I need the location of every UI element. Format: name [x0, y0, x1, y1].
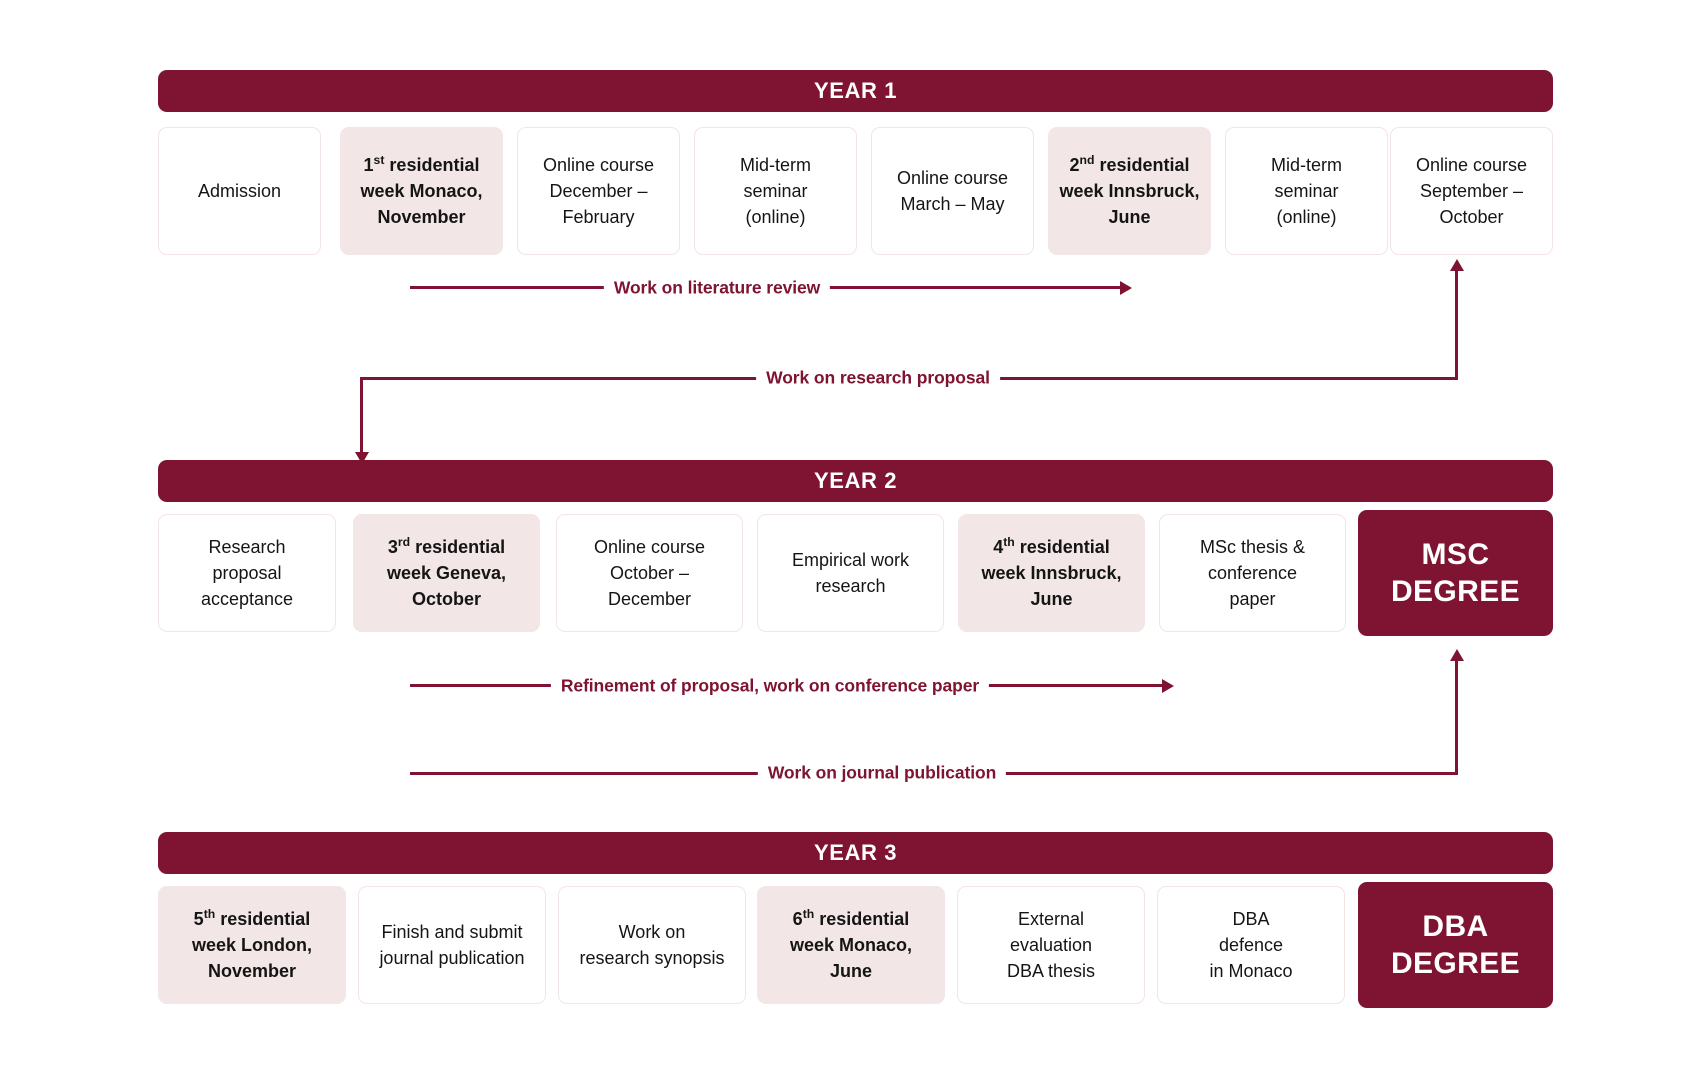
card-label: Online course September – October — [1415, 154, 1528, 228]
card-label: Research proposal acceptance — [200, 536, 294, 610]
connector-label: Refinement of proposal, work on conferen… — [550, 675, 990, 697]
arrow-up-icon — [1450, 259, 1464, 271]
card-year3-external-evaluation[interactable]: External evaluation DBA thesis — [957, 886, 1145, 1004]
year-banner-2: YEAR 2 — [158, 460, 1553, 502]
arrow-right-icon — [1120, 281, 1132, 295]
card-label: 1st residential week Monaco, November — [360, 152, 483, 228]
card-label: Finish and submit journal publication — [379, 921, 525, 968]
connector-line-vertical-right — [1455, 270, 1458, 380]
card-label: Mid-term seminar (online) — [740, 154, 811, 228]
year-banner-label: YEAR 2 — [813, 468, 898, 493]
card-dba-degree[interactable]: DBA DEGREE — [1358, 882, 1553, 1008]
card-label: 3rd residential week Geneva, October — [386, 534, 507, 610]
card-year3-research-synopsis[interactable]: Work on research synopsis — [558, 886, 746, 1004]
card-year3-residential-6[interactable]: 6th residential week Monaco, June — [757, 886, 945, 1004]
card-label: MSc thesis & conference paper — [1199, 536, 1306, 610]
card-label: 5th residential week London, November — [191, 906, 312, 982]
card-label: MSC DEGREE — [1390, 537, 1521, 609]
card-label: 6th residential week Monaco, June — [789, 906, 913, 982]
card-year3-residential-5[interactable]: 5th residential week London, November — [158, 886, 346, 1004]
card-year3-finish-journal-publication[interactable]: Finish and submit journal publication — [358, 886, 546, 1004]
connector-line-vertical-right — [1455, 660, 1458, 774]
card-label: Mid-term seminar (online) — [1271, 154, 1342, 228]
card-label: Work on research synopsis — [579, 921, 725, 968]
card-label: External evaluation DBA thesis — [1006, 908, 1096, 982]
card-year2-online-course-oct-dec[interactable]: Online course October – December — [556, 514, 743, 632]
card-year1-midterm-seminar-1[interactable]: Mid-term seminar (online) — [694, 127, 857, 255]
card-year1-online-course-sep-oct[interactable]: Online course September – October — [1390, 127, 1553, 255]
card-year2-residential-3[interactable]: 3rd residential week Geneva, October — [353, 514, 540, 632]
card-year1-residential-1[interactable]: 1st residential week Monaco, November — [340, 127, 503, 255]
connector-label: Work on literature review — [603, 277, 831, 299]
card-label: Online course December – February — [542, 154, 655, 228]
card-label: Empirical work research — [791, 549, 910, 596]
card-label: Admission — [197, 180, 282, 201]
card-label: Online course March – May — [896, 167, 1009, 214]
connector-label: Work on research proposal — [756, 367, 1000, 389]
card-year1-online-course-mar-may[interactable]: Online course March – May — [871, 127, 1034, 255]
card-year1-admission[interactable]: Admission — [158, 127, 321, 255]
year-banner-label: YEAR 3 — [813, 840, 898, 865]
connector-label: Work on journal publication — [757, 762, 1007, 784]
connector-line-vertical-left — [360, 377, 363, 455]
card-label: DBA defence in Monaco — [1209, 908, 1293, 982]
card-year1-online-course-dec-feb[interactable]: Online course December – February — [517, 127, 680, 255]
card-year3-dba-defence[interactable]: DBA defence in Monaco — [1157, 886, 1345, 1004]
card-label: DBA DEGREE — [1390, 909, 1521, 981]
card-year1-midterm-seminar-2[interactable]: Mid-term seminar (online) — [1225, 127, 1388, 255]
year-banner-label: YEAR 1 — [813, 78, 898, 103]
card-year1-residential-2[interactable]: 2nd residential week Innsbruck, June — [1048, 127, 1211, 255]
arrow-right-icon — [1162, 679, 1174, 693]
arrow-up-icon — [1450, 649, 1464, 661]
card-year2-empirical-work[interactable]: Empirical work research — [757, 514, 944, 632]
card-year2-proposal-acceptance[interactable]: Research proposal acceptance — [158, 514, 336, 632]
card-label: 4th residential week Innsbruck, June — [981, 534, 1122, 610]
year-banner-1: YEAR 1 — [158, 70, 1553, 112]
card-msc-degree[interactable]: MSC DEGREE — [1358, 510, 1553, 636]
year-banner-3: YEAR 3 — [158, 832, 1553, 874]
card-label: Online course October – December — [593, 536, 706, 610]
card-label: 2nd residential week Innsbruck, June — [1059, 152, 1200, 228]
card-year2-msc-thesis[interactable]: MSc thesis & conference paper — [1159, 514, 1346, 632]
card-year2-residential-4[interactable]: 4th residential week Innsbruck, June — [958, 514, 1145, 632]
